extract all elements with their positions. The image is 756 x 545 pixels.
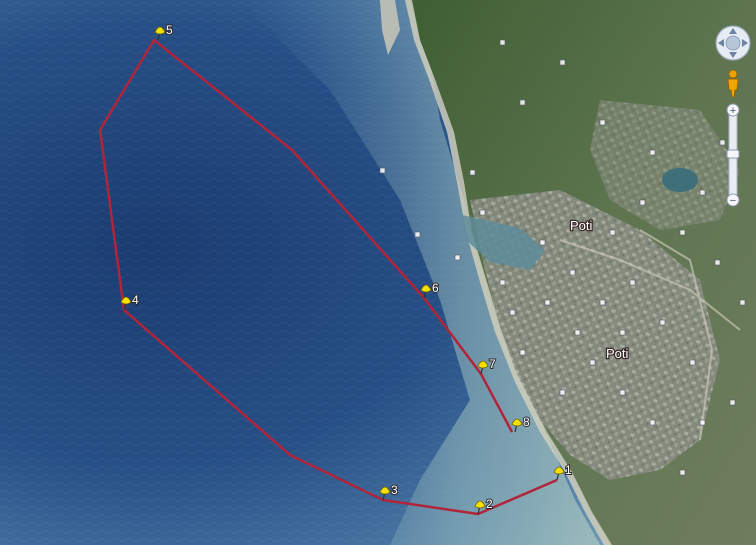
zoom-in-button[interactable]: + [726,103,740,117]
pegman-icon[interactable] [727,69,739,98]
waypoint-pin-7[interactable]: 7 [477,356,497,375]
waypoint-pin-2[interactable]: 2 [474,496,494,515]
waypoint-label: 5 [166,23,173,37]
harbour-basin [462,215,545,270]
town-label-poti-north: Poti [570,218,593,233]
waypoint-pin-3[interactable]: 3 [379,482,399,501]
zoom-out-button[interactable]: − [726,193,740,207]
waypoint-label: 8 [523,415,530,429]
map-controls: + − [715,25,751,207]
lake [662,168,698,192]
svg-text:−: − [730,195,736,207]
waypoint-pin-6[interactable]: 6 [420,280,440,299]
northern-spit [380,0,400,55]
zoom-slider-thumb[interactable] [726,149,740,159]
shallow-water [240,0,600,545]
svg-text:+: + [730,105,736,117]
waypoint-label: 2 [486,497,493,511]
waypoint-pin-5[interactable]: 5 [154,22,174,41]
waypoint-label: 3 [391,483,398,497]
zoom-control: + − [726,103,740,207]
town-label-poti-south: Poti [606,346,629,361]
city-north-area [590,100,740,230]
waypoint-pin-4[interactable]: 4 [120,292,140,311]
photo-markers [379,39,746,476]
waypoint-label: 7 [489,357,496,371]
main-road [559,229,741,441]
route-line [98,38,558,516]
waypoint-label: 4 [132,293,139,307]
waypoint-pin-8[interactable]: 8 [511,414,531,433]
nav-compass-icon[interactable] [715,25,751,61]
waypoint-pin-1[interactable]: 1 [553,462,573,481]
waypoint-label: 1 [565,463,572,477]
waypoint-label: 6 [432,281,439,295]
waypoint-pins: 1 2 3 4 5 6 7 8 [120,22,573,515]
